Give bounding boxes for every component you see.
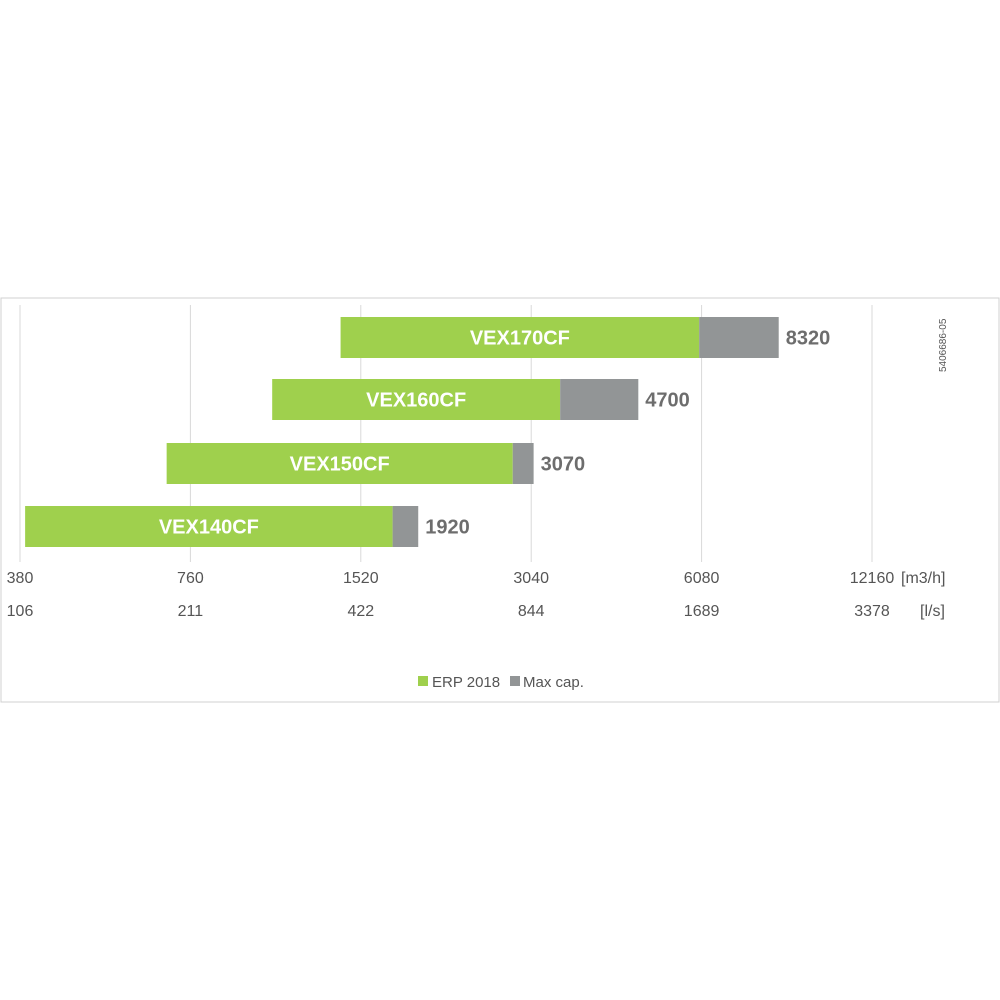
unit-secondary-label: [l/s] <box>920 603 945 620</box>
tick-label-primary: 1520 <box>343 570 379 587</box>
tick-label-primary: 760 <box>177 570 204 587</box>
bar-value-label: 8320 <box>786 328 831 350</box>
unit-primary-label: [m3/h] <box>901 570 945 587</box>
tick-label-secondary: 422 <box>347 603 374 620</box>
bar-max <box>560 379 639 420</box>
tick-label-secondary: 106 <box>7 603 34 620</box>
bar-value-label: 3070 <box>541 454 586 476</box>
tick-label-primary: 12160 <box>850 570 895 587</box>
bar-max <box>392 506 419 547</box>
chart-frame <box>0 297 1000 703</box>
tick-label-secondary: 844 <box>518 603 545 620</box>
legend-swatch-max <box>510 676 520 686</box>
tick-label-primary: 3040 <box>513 570 549 587</box>
tick-label-secondary: 3378 <box>854 603 890 620</box>
tick-label-secondary: 211 <box>178 603 204 620</box>
legend-label-max: Max cap. <box>523 674 584 691</box>
legend-label-erp: ERP 2018 <box>432 674 500 691</box>
bar-max <box>512 443 534 484</box>
bar-label: VEX150CF <box>290 454 390 476</box>
axis-ticks: 380 106 760 211 1520 422 3040 844 6080 1689 12160 3… <box>7 570 895 620</box>
legend-swatch-erp <box>418 676 428 686</box>
bar-label: VEX170CF <box>470 328 570 350</box>
doc-code: 5406686-05 <box>938 318 949 372</box>
bar-label: VEX160CF <box>366 390 466 412</box>
bar-erp <box>272 379 561 420</box>
bar-erp <box>25 506 393 547</box>
bar-label: VEX140CF <box>159 517 259 539</box>
legend: ERP 2018 Max cap. <box>418 674 584 691</box>
bar-max <box>699 317 779 358</box>
tick-label-primary: 6080 <box>684 570 720 587</box>
bar-erp <box>166 443 513 484</box>
tick-label-secondary: 1689 <box>684 603 720 620</box>
tick-label-primary: 380 <box>7 570 34 587</box>
bar-erp <box>340 317 700 358</box>
bar-value-label: 1920 <box>425 517 470 539</box>
bar-value-label: 4700 <box>645 390 690 412</box>
